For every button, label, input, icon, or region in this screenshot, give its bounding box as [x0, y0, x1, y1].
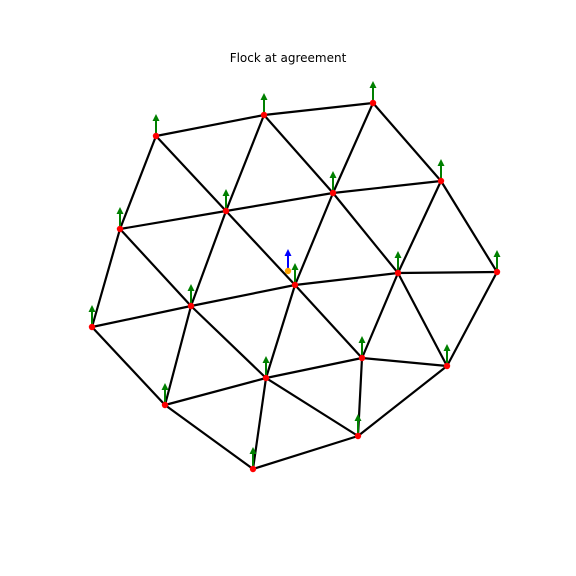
heading-arrow	[260, 93, 268, 115]
agent-node	[358, 354, 366, 362]
edge	[90, 325, 167, 407]
agent-node	[161, 401, 169, 409]
heading-arrow-head	[437, 159, 445, 166]
edge	[360, 271, 400, 360]
edge	[264, 356, 364, 380]
agents	[88, 99, 501, 473]
agent-node	[116, 225, 124, 233]
edge	[224, 113, 266, 213]
edge	[224, 209, 297, 287]
edge	[371, 101, 443, 183]
edge	[360, 356, 449, 368]
heading-arrow-head	[116, 207, 124, 214]
agent-node	[394, 269, 402, 277]
agent-node	[437, 177, 445, 185]
heading-arrow	[369, 81, 377, 103]
heading-arrows	[88, 81, 501, 469]
edge	[118, 134, 158, 231]
edge	[262, 113, 335, 195]
agent-node	[222, 207, 230, 215]
edge	[163, 403, 255, 471]
heading-arrow-head	[249, 447, 257, 454]
edge	[118, 209, 228, 231]
edge	[396, 179, 443, 275]
edge	[251, 376, 268, 471]
edge	[163, 376, 268, 407]
edge	[264, 376, 360, 438]
edge	[189, 304, 268, 380]
edge	[264, 283, 297, 380]
heading-arrow-head	[493, 250, 501, 257]
leader-node	[284, 267, 292, 275]
edge	[445, 270, 499, 368]
agent-node	[152, 132, 160, 140]
heading-arrow-head	[161, 383, 169, 390]
heading-arrow-head	[262, 356, 270, 363]
edges	[90, 101, 499, 471]
heading-arrow-head	[358, 336, 366, 343]
heading-arrow-head	[354, 414, 362, 421]
agent-node	[493, 268, 501, 276]
heading-arrow-head	[291, 263, 299, 270]
heading-arrow-head	[187, 284, 195, 291]
agent-node	[369, 99, 377, 107]
heading-arrow-head	[443, 344, 451, 351]
heading-arrow-head	[152, 114, 160, 121]
plot-title: Flock at agreement	[229, 51, 347, 65]
edge	[356, 364, 449, 438]
agent-node	[329, 189, 337, 197]
edge	[293, 191, 335, 287]
edge	[331, 179, 443, 195]
agent-node	[291, 281, 299, 289]
edge	[293, 283, 364, 360]
edge	[224, 191, 335, 213]
leader-heading-arrow-head	[284, 249, 292, 256]
agent-node	[249, 465, 257, 473]
heading-arrow-head	[88, 305, 96, 312]
edge	[331, 191, 400, 275]
edge	[118, 227, 193, 308]
heading-arrow-head	[329, 171, 337, 178]
heading-arrow-head	[369, 81, 377, 88]
edge	[331, 101, 375, 195]
edge	[154, 134, 228, 213]
edge	[189, 283, 297, 308]
agent-node	[187, 302, 195, 310]
edge	[293, 271, 400, 287]
edge	[189, 209, 228, 308]
edge	[90, 304, 193, 329]
heading-arrow-head	[260, 93, 268, 100]
agent-node	[260, 111, 268, 119]
edge	[439, 179, 499, 274]
edge	[154, 113, 266, 138]
edge	[396, 271, 449, 368]
leader	[284, 249, 292, 275]
agent-node	[443, 362, 451, 370]
edge	[90, 227, 122, 329]
heading-arrow-head	[394, 251, 402, 258]
edge	[251, 434, 360, 471]
agent-node	[354, 432, 362, 440]
agent-node	[88, 323, 96, 331]
heading-arrow-head	[222, 189, 230, 196]
heading-arrow	[152, 114, 160, 136]
leader-heading-arrow	[284, 249, 292, 271]
edge	[262, 101, 375, 117]
edge	[396, 270, 499, 275]
agent-node	[262, 374, 270, 382]
edge	[163, 304, 193, 407]
